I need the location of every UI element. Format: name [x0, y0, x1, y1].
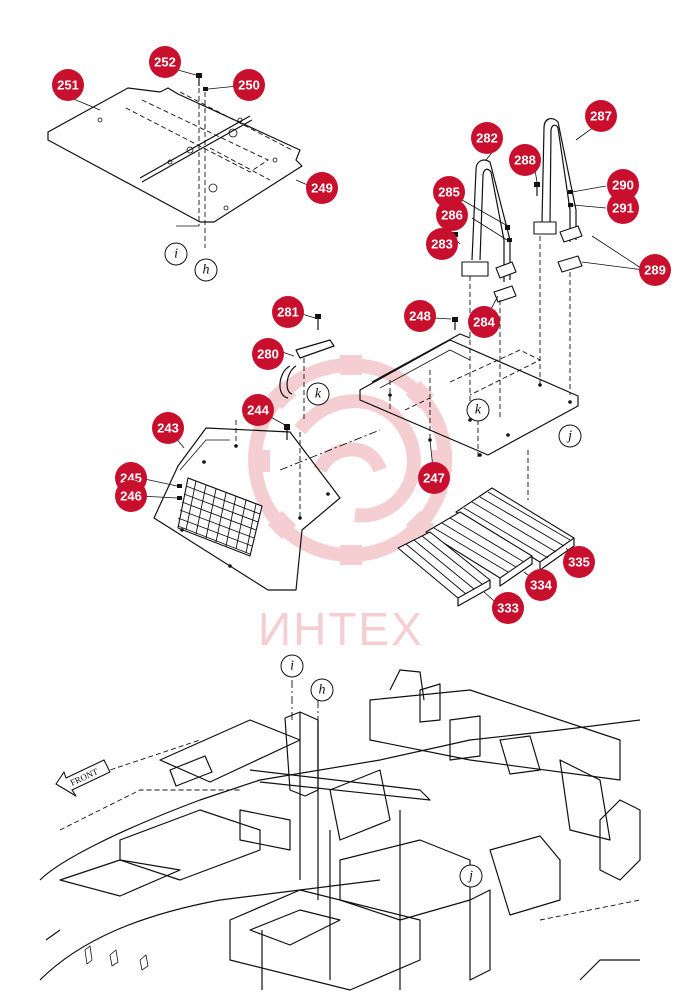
svg-text:285: 285 — [438, 185, 460, 200]
part-label-251: 251 — [52, 69, 84, 101]
svg-text:244: 244 — [247, 403, 269, 418]
part-label-243: 243 — [152, 412, 184, 444]
svg-text:288: 288 — [514, 153, 536, 168]
side-panel — [153, 420, 381, 591]
part-label-291: 291 — [607, 192, 639, 224]
ref-marker-h-bottom: h — [310, 678, 334, 702]
step-mats — [397, 487, 575, 607]
part-label-335: 335 — [563, 546, 595, 578]
svg-text:284: 284 — [473, 315, 495, 330]
front-arrow: FRONT — [55, 759, 111, 797]
svg-text:290: 290 — [612, 178, 634, 193]
ref-marker-j-right: j — [558, 424, 582, 448]
ref-marker-k-left: k — [306, 382, 330, 406]
svg-text:j: j — [566, 429, 572, 444]
svg-text:286: 286 — [441, 208, 463, 223]
svg-text:251: 251 — [57, 78, 79, 93]
step-platform — [359, 317, 579, 500]
svg-text:289: 289 — [644, 263, 666, 278]
svg-text:248: 248 — [409, 309, 431, 324]
svg-text:335: 335 — [568, 555, 590, 570]
svg-text:k: k — [475, 403, 482, 418]
mat-333 — [397, 531, 491, 607]
watermark-text: ИНТЕХ — [258, 603, 424, 655]
part-label-284: 284 — [468, 306, 500, 338]
part-label-246: 246 — [115, 480, 147, 512]
part-label-281: 281 — [272, 296, 304, 328]
part-label-334: 334 — [525, 569, 557, 601]
part-label-248: 248 — [404, 300, 436, 332]
svg-text:252: 252 — [154, 55, 176, 70]
part-label-249: 249 — [306, 172, 338, 204]
part-label-289: 289 — [639, 254, 671, 286]
ref-marker-j-bottom: j — [459, 864, 483, 888]
svg-text:249: 249 — [311, 181, 333, 196]
part-label-247: 247 — [418, 462, 450, 494]
svg-text:247: 247 — [423, 471, 445, 486]
part-label-252: 252 — [149, 46, 181, 78]
svg-text:334: 334 — [530, 578, 552, 593]
svg-text:h: h — [319, 683, 326, 698]
svg-text:291: 291 — [612, 201, 634, 216]
svg-text:283: 283 — [431, 237, 453, 252]
part-label-282: 282 — [471, 122, 503, 154]
svg-text:287: 287 — [590, 109, 612, 124]
bracket-part — [279, 314, 335, 420]
part-label-333: 333 — [492, 592, 524, 624]
chassis-frame — [39, 669, 641, 991]
svg-text:282: 282 — [476, 131, 498, 146]
ref-marker-i-top: i — [164, 242, 188, 266]
ref-marker-h-top: h — [194, 258, 218, 282]
svg-text:243: 243 — [157, 421, 179, 436]
svg-text:333: 333 — [497, 601, 519, 616]
svg-text:h: h — [203, 263, 210, 278]
svg-text:i: i — [290, 659, 294, 674]
part-label-244: 244 — [242, 394, 274, 426]
part-label-283: 283 — [426, 228, 458, 260]
reference-markers: i h k k j i h j — [164, 242, 582, 888]
part-label-286: 286 — [436, 199, 468, 231]
mat-334 — [425, 511, 533, 587]
svg-text:246: 246 — [120, 489, 142, 504]
part-label-250: 250 — [233, 69, 265, 101]
svg-text:250: 250 — [238, 78, 260, 93]
svg-text:j: j — [467, 869, 473, 884]
floor-plate-assembly — [47, 73, 303, 248]
svg-text:i: i — [174, 247, 178, 262]
part-badges: 251 252 250 249 282 287 288 285 290 286 — [52, 46, 671, 624]
svg-text:280: 280 — [257, 347, 279, 362]
part-label-290: 290 — [607, 169, 639, 201]
ref-marker-k-right: k — [466, 398, 490, 422]
part-label-287: 287 — [585, 100, 617, 132]
svg-text:k: k — [315, 387, 322, 402]
svg-text:281: 281 — [277, 305, 299, 320]
ref-marker-i-bottom: i — [280, 654, 304, 678]
part-label-288: 288 — [509, 144, 541, 176]
handrail-right — [533, 118, 583, 395]
part-label-280: 280 — [252, 338, 284, 370]
watermark: ИНТЕХ — [248, 355, 452, 655]
